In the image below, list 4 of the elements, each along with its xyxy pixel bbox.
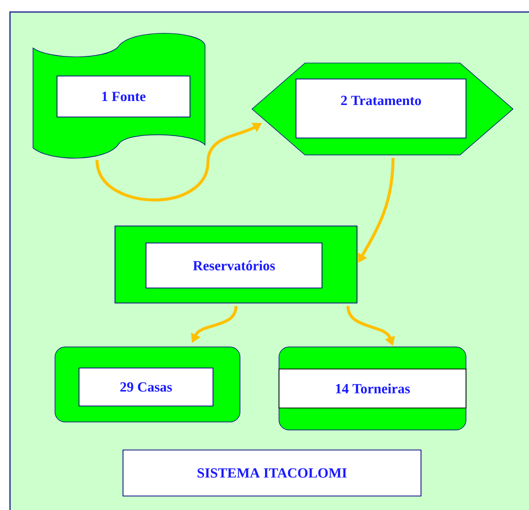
title-box: SISTEMA ITACOLOMI: [122, 450, 422, 496]
process-box: Reservatórios: [114, 226, 358, 304]
rounded-box: 14 Torneiras: [278, 346, 466, 430]
rounded-box: 29 Casas: [54, 346, 240, 422]
